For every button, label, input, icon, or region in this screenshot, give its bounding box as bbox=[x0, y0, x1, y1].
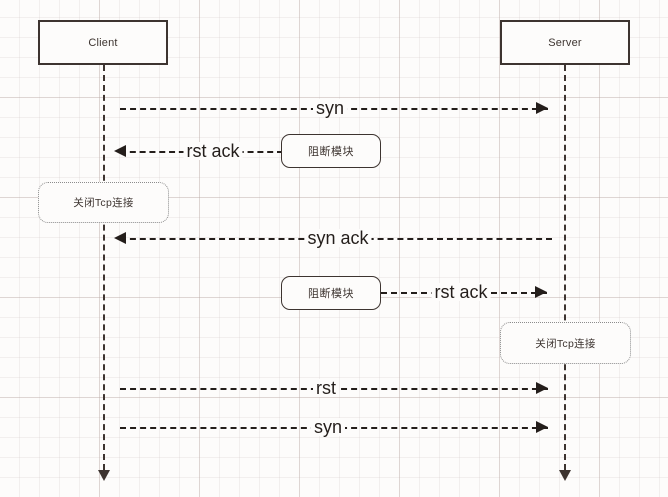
message-arrowhead-rst-ack-1 bbox=[114, 145, 126, 157]
message-label-rst: rst bbox=[313, 379, 339, 397]
message-arrowhead-rst-ack-2 bbox=[535, 286, 547, 298]
participant-server-label: Server bbox=[548, 36, 582, 49]
message-label-syn-ack: syn ack bbox=[304, 229, 372, 247]
message-label-syn-2: syn bbox=[310, 418, 346, 436]
message-label-syn-1: syn bbox=[312, 99, 348, 117]
lifeline-server bbox=[564, 65, 566, 470]
message-label-rst-ack-1: rst ack bbox=[183, 142, 243, 160]
message-label-rst-ack-2: rst ack bbox=[431, 283, 491, 301]
participant-server[interactable]: Server bbox=[500, 20, 630, 65]
blocking-module-2-label: 阻断模块 bbox=[308, 288, 354, 300]
note-close-tcp-client[interactable]: 关闭Tcp连接 bbox=[38, 182, 169, 223]
lifeline-client-end-arrow bbox=[98, 470, 110, 481]
message-arrowhead-syn-1 bbox=[536, 102, 548, 114]
participant-client-label: Client bbox=[88, 36, 118, 49]
blocking-module-1[interactable]: 阻断模块 bbox=[281, 134, 381, 168]
message-arrowhead-rst bbox=[536, 382, 548, 394]
blocking-module-2[interactable]: 阻断模块 bbox=[281, 276, 381, 310]
lifeline-server-end-arrow bbox=[559, 470, 571, 481]
note-close-tcp-server-label: 关闭Tcp连接 bbox=[535, 337, 596, 350]
note-close-tcp-client-label: 关闭Tcp连接 bbox=[73, 197, 134, 209]
participant-client[interactable]: Client bbox=[38, 20, 168, 65]
blocking-module-1-label: 阻断模块 bbox=[308, 146, 354, 158]
message-arrowhead-syn-ack bbox=[114, 232, 126, 244]
note-close-tcp-server[interactable]: 关闭Tcp连接 bbox=[500, 322, 631, 364]
lifeline-client bbox=[103, 65, 105, 470]
message-arrowhead-syn-2 bbox=[536, 421, 548, 433]
